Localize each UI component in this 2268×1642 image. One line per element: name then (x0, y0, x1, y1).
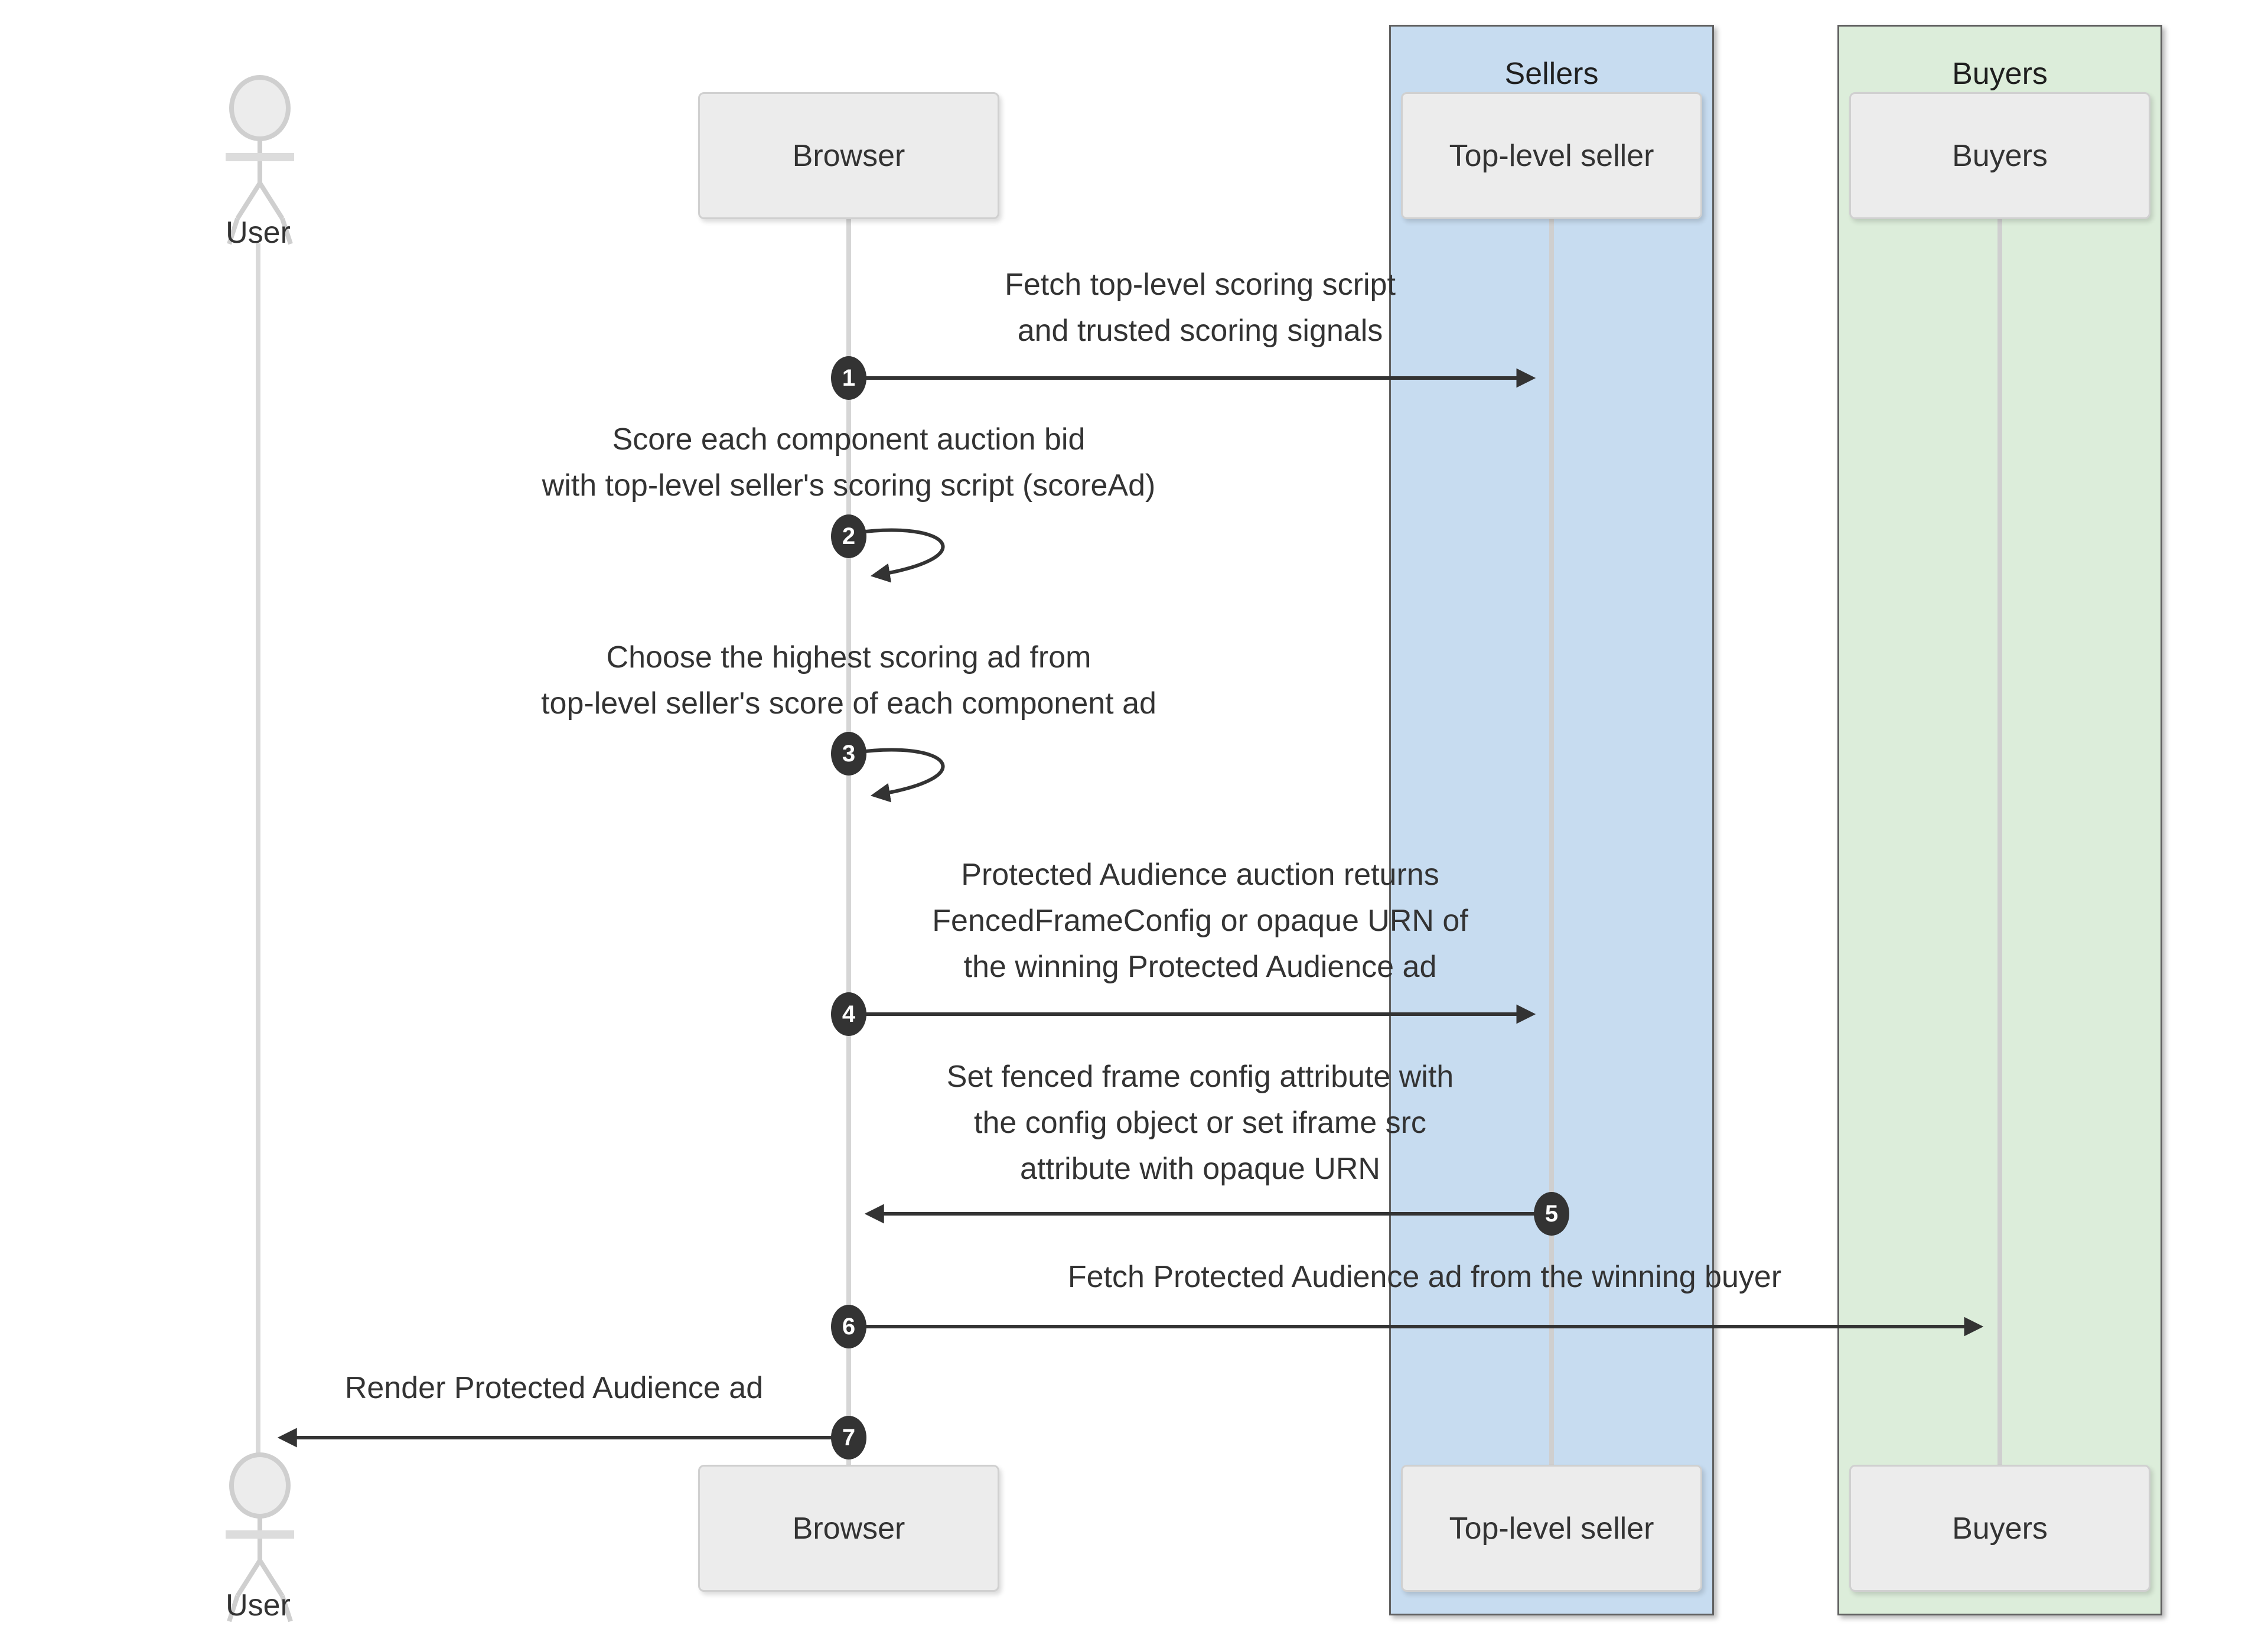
message-2-text: Score each component auction bid with to… (542, 422, 1156, 503)
participant-seller-bottom: Top-level seller (1401, 1465, 1702, 1592)
participant-browser-bottom-label: Browser (792, 1511, 905, 1546)
user-actor-icon (226, 75, 294, 245)
participant-browser-bottom: Browser (698, 1465, 999, 1592)
participant-seller-top: Top-level seller (1401, 92, 1702, 219)
message-3-text: Choose the highest scoring ad from top-l… (541, 640, 1156, 721)
participant-seller-top-label: Top-level seller (1449, 138, 1654, 173)
participant-buyers-top: Buyers (1849, 92, 2150, 219)
participant-buyers-top-label: Buyers (1952, 138, 2048, 173)
group-sellers-label: Sellers (1504, 57, 1599, 91)
lifeline-top-level-seller (1549, 219, 1554, 1467)
sequence-number-2: 2 (831, 514, 866, 558)
sequence-number-5: 5 (1534, 1192, 1569, 1236)
message-6-text: Fetch Protected Audience ad from the win… (1067, 1260, 1782, 1294)
arrow-3-self-loop (855, 748, 945, 803)
sequence-number-1: 1 (831, 356, 866, 400)
participant-buyers-bottom: Buyers (1849, 1465, 2150, 1592)
participant-browser-top-label: Browser (792, 138, 905, 173)
sequence-number-7: 7 (831, 1416, 866, 1459)
lifeline-buyers (1997, 219, 2002, 1467)
arrow-2-self-loop (855, 528, 945, 583)
user-actor-label-bottom: User (226, 1588, 291, 1623)
sequence-number-6: 6 (831, 1305, 866, 1348)
message-1-text: Fetch top-level scoring script and trust… (1005, 268, 1396, 348)
sequence-number-4: 4 (831, 992, 866, 1036)
message-4-text: Protected Audience auction returns Fence… (932, 858, 1468, 984)
participant-buyers-bottom-label: Buyers (1952, 1511, 2048, 1546)
lifeline-user (256, 243, 260, 1455)
participant-browser-top: Browser (698, 92, 999, 219)
user-actor-icon-bottom (226, 1452, 294, 1623)
group-buyers-label: Buyers (1952, 57, 2048, 91)
participant-seller-bottom-label: Top-level seller (1449, 1511, 1654, 1546)
message-5-text: Set fenced frame config attribute with t… (946, 1060, 1454, 1186)
sequence-number-3: 3 (831, 732, 866, 776)
lifeline-browser (846, 219, 851, 1467)
message-7-text: Render Protected Audience ad (344, 1371, 764, 1405)
user-actor-label-top: User (226, 216, 291, 250)
